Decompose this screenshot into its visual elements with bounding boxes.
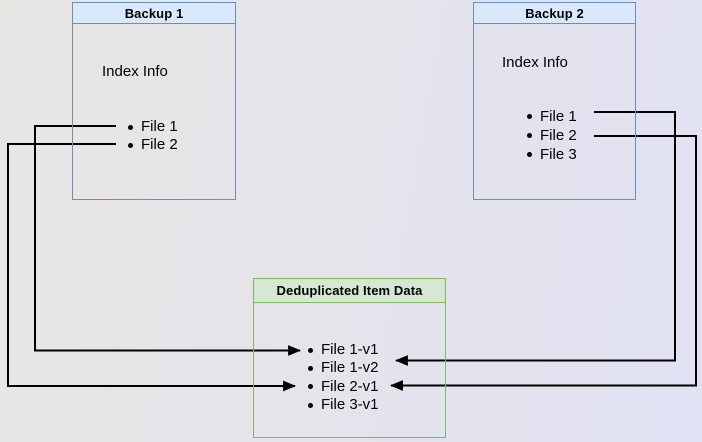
dedup-item: File 3-v1 (308, 396, 379, 414)
arrow-backup1-file1-to-file1v1 (34, 125, 302, 356)
backup1-file-list: File 1 File 2 (128, 118, 178, 154)
backup2-node: Backup 2 Index Info File 1 File 2 File 3 (473, 2, 636, 200)
backup1-file-item: File 2 (128, 136, 178, 154)
dedup-item: File 1-v2 (308, 359, 379, 377)
backup2-file-list: File 1 File 2 File 3 (527, 107, 577, 164)
backup2-index-info-label: Index Info (502, 54, 568, 71)
dedup-header: Deduplicated Item Data (254, 279, 445, 303)
backup2-file-item: File 1 (527, 107, 577, 126)
arrow-backup2-file2-to-file2v1 (389, 135, 697, 391)
arrow-backup2-file1-to-file1v2 (394, 111, 676, 366)
backup2-title: Backup 2 (525, 5, 584, 21)
backup1-title: Backup 1 (124, 5, 184, 21)
backup1-header: Backup 1 (73, 3, 235, 24)
backup1-node: Backup 1 Index Info File 1 File 2 (72, 2, 236, 200)
backup2-file-item: File 2 (527, 126, 577, 145)
backup2-file-item: File 3 (527, 145, 577, 164)
dedup-title: Deduplicated Item Data (276, 283, 423, 298)
dedup-item: File 1-v1 (308, 341, 379, 359)
dedup-node: Deduplicated Item Data File 1-v1 File 1-… (253, 278, 446, 438)
dedup-item-list: File 1-v1 File 1-v2 File 2-v1 File 3-v1 (308, 341, 379, 414)
backup1-file-item: File 1 (128, 118, 178, 136)
arrow-backup1-file2-to-file2v1 (7, 143, 297, 392)
backup2-header: Backup 2 (474, 3, 635, 24)
backup1-index-info-label: Index Info (102, 63, 168, 80)
dedup-item: File 2-v1 (308, 378, 379, 396)
